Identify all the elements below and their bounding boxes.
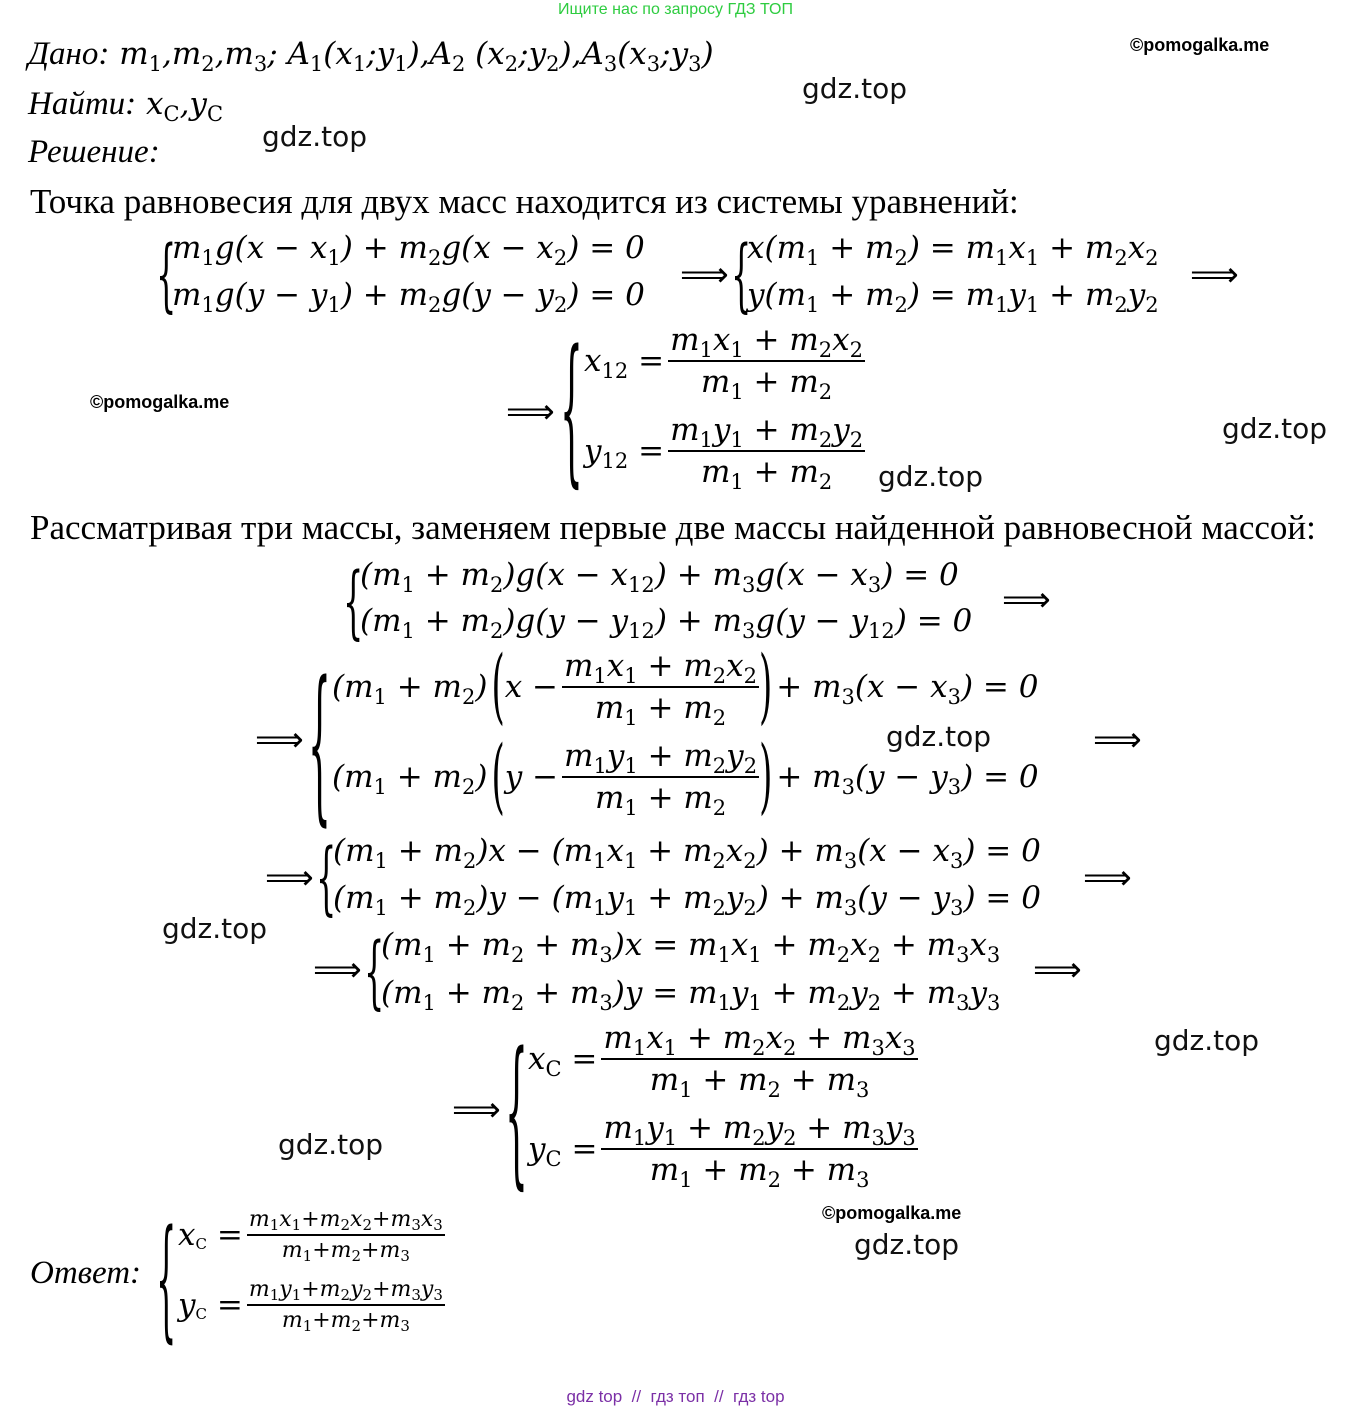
- sys4-line2: (m1 + m2)g(y − y12) + m3g(y − y12) = 0: [360, 603, 973, 643]
- paren-right: ): [759, 729, 773, 825]
- implies-arrow: ⟹: [265, 858, 314, 898]
- gdz-watermark: gdz.top: [886, 720, 992, 753]
- gdz-watermark: gdz.top: [262, 120, 368, 153]
- brace-icon: {: [308, 650, 331, 844]
- sys7-line2: (m1 + m2 + m3)y = m1y1 + m2y2 + m3y3: [381, 975, 1001, 1015]
- promo-banner[interactable]: Ищите нас по запросу ГДЗ ТОП: [558, 1, 793, 18]
- fraction-denominator: m1 + m2 + m3: [649, 1152, 870, 1192]
- implies-arrow: ⟹: [313, 950, 362, 990]
- find-line: Найти: xC,yC: [28, 86, 224, 126]
- paren-left: (: [491, 639, 505, 735]
- implies-arrow: ⟹: [255, 720, 304, 760]
- xc-lhs: xC =: [528, 1041, 598, 1081]
- fraction-numerator: m1y1 + m2y2: [668, 412, 866, 452]
- text-two-masses: Точка равновесия для двух масс находится…: [30, 182, 1019, 221]
- find-label: Найти:: [28, 86, 137, 122]
- x12-lhs: x12 =: [584, 343, 665, 383]
- x-post: + m3(x − x3) = 0: [776, 669, 1039, 709]
- fraction-numerator: m1x1 + m2x2 + m3x3: [601, 1020, 918, 1060]
- paren-left: (: [491, 729, 505, 825]
- sys6-line2: (m1 + m2)y − (m1y1 + m2y2) + m3(y − y3) …: [333, 880, 1041, 920]
- gdz-watermark: gdz.top: [162, 912, 268, 945]
- fraction-denominator: m1 + m2: [700, 454, 833, 494]
- text-three-masses: Рассматривая три массы, заменяем первые …: [30, 508, 1316, 547]
- fraction-denominator: m1 + m2: [594, 690, 727, 730]
- answer-yc-lhs: yC =: [178, 1287, 243, 1323]
- sum-masses: (m1 + m2): [332, 759, 488, 799]
- sum-masses: (m1 + m2): [332, 669, 488, 709]
- sys2-line2: y(m1 + m2) = m1y1 + m2y2: [747, 277, 1159, 317]
- brace-icon: {: [731, 230, 752, 322]
- given-label: Дано:: [28, 36, 110, 72]
- gdz-watermark: gdz.top: [1154, 1024, 1260, 1057]
- given-value: m1,m2,m3; A1(x1;y1),A2 (x2;y2),A3(x3;y3): [109, 36, 714, 76]
- gdz-watermark: gdz.top: [278, 1128, 384, 1161]
- gdz-watermark: gdz.top: [878, 460, 984, 493]
- given-line: Дано: m1,m2,m3; A1(x1;y1),A2 (x2;y2),A3(…: [28, 36, 714, 76]
- sys1-line1: m1g(x − x1) + m2g(x − x2) = 0: [172, 230, 645, 270]
- sys1-line2: m1g(y − y1) + m2g(y − y2) = 0: [172, 277, 645, 317]
- implies-arrow: ⟹: [452, 1090, 501, 1130]
- fraction-denominator: m1+m2+m3: [281, 1238, 410, 1265]
- yc-lhs: yC =: [528, 1131, 598, 1171]
- brace-icon: {: [560, 320, 583, 504]
- fraction-denominator: m1 + m2 + m3: [649, 1062, 870, 1102]
- copyright-watermark: ©pomogalka.me: [90, 392, 230, 412]
- fraction-denominator: m1+m2+m3: [281, 1308, 410, 1335]
- fraction-numerator: m1y1+m2y2+m3y3: [246, 1277, 445, 1306]
- find-value: xC,yC: [136, 86, 224, 126]
- answer-label: Ответ:: [30, 1255, 142, 1291]
- paren-right: ): [758, 639, 773, 735]
- x-var: x −: [504, 669, 559, 705]
- implies-arrow: ⟹: [1093, 720, 1142, 760]
- brace-icon: {: [156, 1205, 177, 1357]
- implies-arrow: ⟹: [1083, 858, 1132, 898]
- solution-label: Решение:: [28, 134, 160, 170]
- implies-arrow: ⟹: [1002, 580, 1051, 620]
- brace-icon: {: [343, 557, 364, 649]
- gdz-watermark: gdz.top: [802, 72, 908, 105]
- y12-lhs: y12 =: [584, 433, 665, 473]
- fraction-numerator: m1x1+m2x2+m3x3: [246, 1207, 445, 1236]
- brace-icon: {: [364, 927, 385, 1019]
- sys4-line1: (m1 + m2)g(x − x12) + m3g(x − x3) = 0: [360, 557, 959, 597]
- footer-links[interactable]: gdz top // гдз топ // гдз top: [566, 1387, 785, 1406]
- y-post: + m3(y − y3) = 0: [776, 759, 1039, 799]
- sys2-line1: x(m1 + m2) = m1x1 + m2x2: [747, 230, 1159, 270]
- fraction-numerator: m1x1 + m2x2: [668, 322, 866, 362]
- implies-arrow: ⟹: [506, 392, 555, 432]
- brace-icon: {: [156, 230, 177, 322]
- gdz-watermark: gdz.top: [1222, 412, 1328, 445]
- fraction-numerator: m1x1 + m2x2: [562, 648, 759, 688]
- y-var: y −: [504, 759, 559, 795]
- sys6-line1: (m1 + m2)x − (m1x1 + m2x2) + m3(x − x3) …: [333, 833, 1041, 873]
- fraction-numerator: m1y1 + m2y2 + m3y3: [601, 1110, 918, 1150]
- implies-arrow: ⟹: [1033, 950, 1082, 990]
- sys7-line1: (m1 + m2 + m3)x = m1x1 + m2x2 + m3x3: [381, 927, 1001, 967]
- fraction-denominator: m1 + m2: [700, 364, 833, 404]
- implies-arrow: ⟹: [1190, 255, 1239, 295]
- copyright-watermark: ©pomogalka.me: [1130, 35, 1270, 55]
- brace-icon: {: [316, 833, 337, 925]
- fraction-denominator: m1 + m2: [594, 780, 727, 820]
- answer-xc-lhs: xC =: [178, 1217, 243, 1253]
- fraction-numerator: m1y1 + m2y2: [562, 738, 760, 778]
- brace-icon: {: [505, 1022, 528, 1206]
- copyright-watermark: ©pomogalka.me: [822, 1203, 962, 1223]
- implies-arrow: ⟹: [680, 255, 729, 295]
- gdz-watermark: gdz.top: [854, 1228, 960, 1261]
